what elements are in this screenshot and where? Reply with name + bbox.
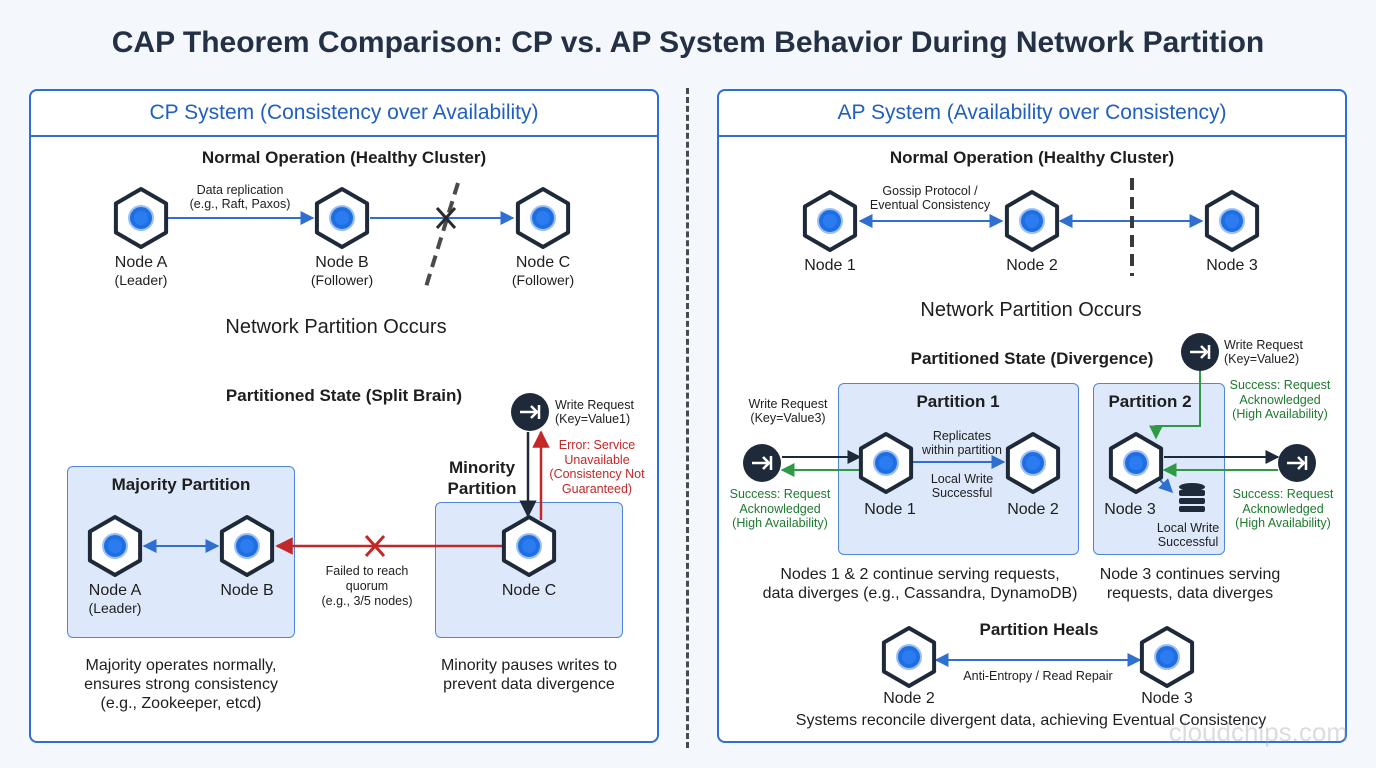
- ap-heal-node-2-label: Node 2: [883, 690, 935, 707]
- ap-write-request-3-label: Write Request(Key=Value3): [748, 397, 828, 425]
- cp-write-request-icon: [511, 393, 549, 431]
- cp-min-node-c-icon: [501, 515, 557, 577]
- cp-quorum-fail-x-icon: [364, 534, 386, 558]
- ap-partition-1-title: Partition 1: [916, 392, 1000, 411]
- ap-client-write-arrow-p2: [1149, 366, 1201, 440]
- cp-partitioned-title: Partitioned State (Split Brain): [225, 386, 463, 405]
- cp-normal-title: Normal Operation (Healthy Cluster): [201, 148, 487, 167]
- ap-node-1-icon: [802, 190, 858, 252]
- cp-majority-description: Majority operates normally,ensures stron…: [84, 657, 278, 712]
- ap-partitioned-title: Partitioned State (Divergence): [910, 349, 1154, 368]
- cp-write-request-label: Write Request(Key=Value1): [555, 398, 634, 426]
- page-title: CAP Theorem Comparison: CP vs. AP System…: [111, 26, 1265, 59]
- ap-p1-node-2-label: Node 2: [1007, 501, 1059, 518]
- ap-normal-title: Normal Operation (Healthy Cluster): [889, 148, 1175, 167]
- cp-node-c-label: Node C(Follower): [511, 254, 575, 288]
- cp-node-c-icon: [515, 187, 571, 249]
- ap-p2-node-3-label: Node 3: [1104, 501, 1156, 518]
- cp-replication-label: Data replication(e.g., Raft, Paxos): [189, 183, 291, 211]
- watermark: cloudchips.com: [1168, 717, 1348, 747]
- cp-maj-node-a-icon: [87, 515, 143, 577]
- ap-p2-node-3-icon: [1108, 432, 1164, 494]
- ap-p1-node-1-label: Node 1: [864, 501, 916, 518]
- cp-maj-node-b-label: Node B: [220, 582, 274, 599]
- cp-maj-node-b-icon: [219, 515, 275, 577]
- cp-broken-link-x-icon: [435, 206, 457, 230]
- ap-write-request-2-label: Write Request(Key=Value2): [1224, 338, 1303, 366]
- ap-reconcile-description: Systems reconcile divergent data, achiev…: [795, 712, 1267, 729]
- ap-node-2-icon: [1004, 190, 1060, 252]
- ap-node-1-label: Node 1: [804, 257, 856, 274]
- ap-node-2-label: Node 2: [1006, 257, 1058, 274]
- ap-heals-title: Partition Heals: [979, 620, 1099, 639]
- cp-panel-header: CP System (Consistency over Availability…: [31, 91, 657, 137]
- ap-panel-header: AP System (Availability over Consistency…: [719, 91, 1345, 137]
- ap-node-3-icon: [1204, 190, 1260, 252]
- cp-node-a-label: Node A(Leader): [114, 254, 168, 288]
- ap-heal-node-3-icon: [1139, 626, 1195, 688]
- cp-maj-node-a-label: Node A(Leader): [88, 582, 142, 616]
- cp-min-node-c-label: Node C: [501, 582, 557, 599]
- ap-partition-2-title: Partition 2: [1108, 392, 1192, 411]
- ap-anti-entropy-label: Anti-Entropy / Read Repair: [963, 669, 1113, 683]
- ap-p1-description: Nodes 1 & 2 continue serving requests,da…: [762, 566, 1078, 602]
- ap-partition-occurs: Network Partition Occurs: [920, 299, 1142, 321]
- ap-p1-node-1-icon: [858, 432, 914, 494]
- ap-heal-node-3-label: Node 3: [1141, 690, 1193, 707]
- database-icon: [1179, 483, 1205, 512]
- cp-node-a-icon: [113, 187, 169, 249]
- ap-write-request-icon-top: [1181, 333, 1219, 371]
- ap-heal-node-2-icon: [881, 626, 937, 688]
- ap-client-icon-left: [743, 444, 781, 482]
- ap-p1-node-2-icon: [1005, 432, 1061, 494]
- ap-gossip-label: Gossip Protocol /Eventual Consistency: [869, 184, 991, 212]
- cp-partition-cut-line: [423, 182, 460, 291]
- cp-node-b-icon: [314, 187, 370, 249]
- majority-partition-title: Majority Partition: [111, 475, 251, 494]
- ap-client-icon-right: [1278, 444, 1316, 482]
- cp-partition-occurs: Network Partition Occurs: [225, 316, 447, 338]
- panel-divider: [686, 88, 689, 748]
- cp-node-b-label: Node B(Follower): [310, 254, 374, 288]
- ap-node-3-label: Node 3: [1206, 257, 1258, 274]
